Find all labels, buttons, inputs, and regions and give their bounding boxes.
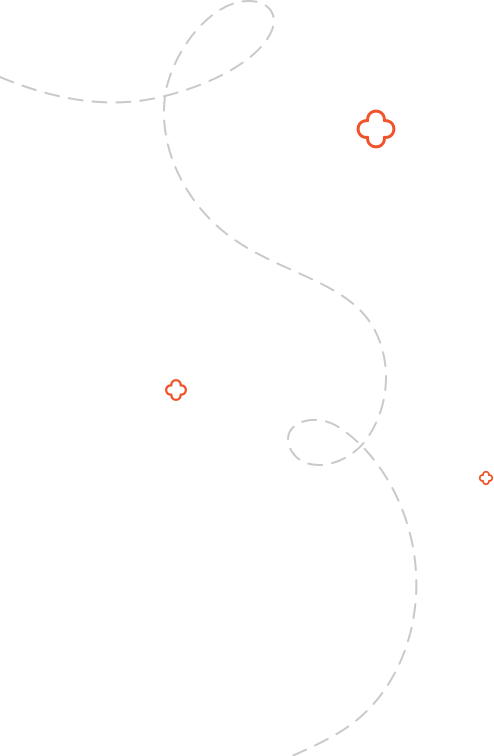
sparkle-medium-icon (165, 379, 187, 401)
dashed-curve-path (0, 0, 418, 756)
sparkle-large-icon (356, 109, 396, 149)
sparkles-group (165, 109, 494, 486)
sparkle-small-icon (478, 470, 494, 486)
